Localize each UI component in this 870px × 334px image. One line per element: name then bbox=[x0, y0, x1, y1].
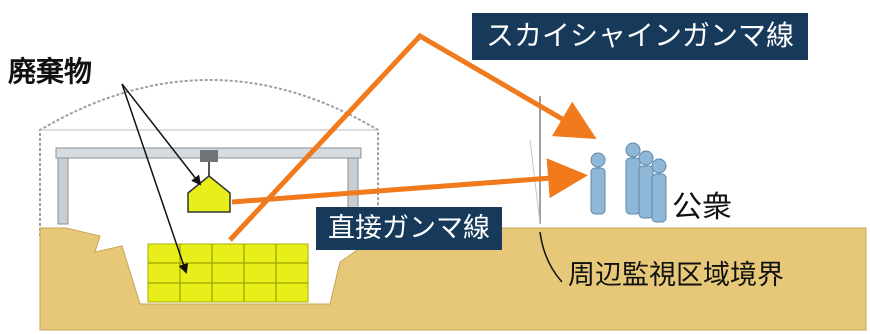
boundary-label: 周辺監視区域境界 bbox=[568, 260, 784, 291]
person-icon bbox=[638, 150, 654, 219]
hanging-waste-package bbox=[187, 175, 231, 213]
ground bbox=[39, 227, 867, 331]
public-label: 公衆 bbox=[672, 190, 732, 225]
boundary-fence-mesh bbox=[529, 139, 541, 225]
direct-ray bbox=[231, 158, 588, 205]
person-icon bbox=[590, 152, 606, 215]
direct-gamma-label: 直接ガンマ線 bbox=[316, 207, 502, 250]
waste-pointer-to-stack bbox=[121, 83, 189, 274]
crane-hoist bbox=[200, 150, 218, 162]
boundary-leader-line bbox=[539, 231, 563, 283]
person-icon bbox=[651, 158, 667, 223]
waste-label: 廃棄物 bbox=[8, 55, 93, 88]
waste-stack bbox=[147, 243, 309, 303]
skyshine-gamma-label: スカイシャインガンマ線 bbox=[472, 13, 809, 60]
crane-leg-left bbox=[57, 157, 69, 225]
skyshine-ray bbox=[228, 32, 597, 242]
waste-pointer-to-package bbox=[121, 83, 202, 186]
person-icon bbox=[625, 142, 641, 215]
